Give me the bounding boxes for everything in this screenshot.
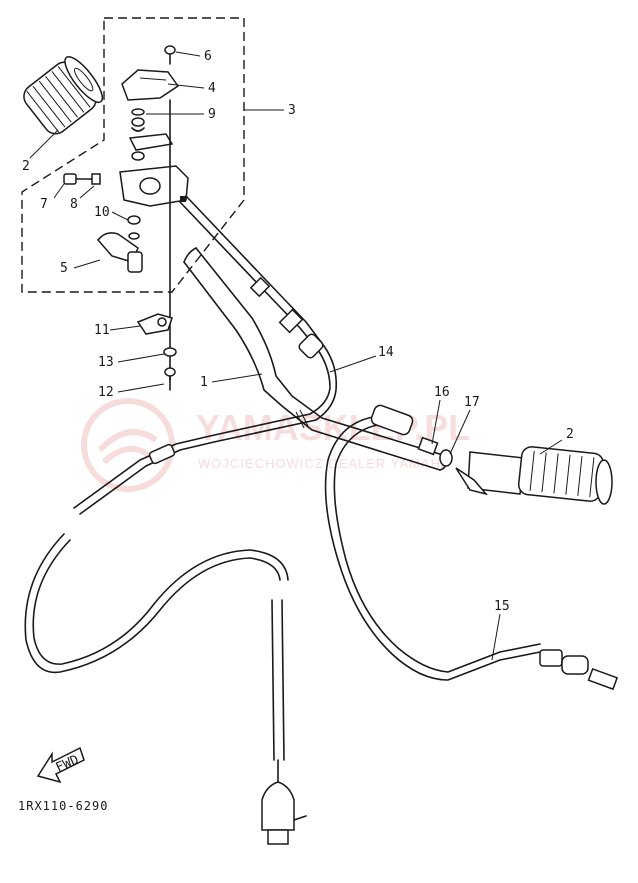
switch-assembly-outline (21, 17, 245, 293)
callout-14: 14 (378, 345, 394, 360)
handlebar-1 (183, 247, 448, 471)
callout-4: 4 (208, 81, 216, 96)
left-grip (23, 56, 104, 135)
contact-plate (128, 133, 174, 151)
clamp-11 (136, 313, 173, 335)
callout-9: 9 (208, 107, 216, 122)
cover-plate-4 (121, 69, 180, 101)
watermark-logo-mark (97, 429, 158, 465)
lower-left-cable (24, 533, 307, 845)
callout-16: 16 (434, 385, 450, 400)
fwd-arrow-icon: FWD (36, 746, 85, 784)
callout-6: 6 (204, 49, 212, 64)
nut-8 (91, 173, 101, 185)
washer-13 (163, 347, 177, 357)
bolt-7 (63, 173, 97, 185)
watermark-sub-text: WOJCIECHOWICZ DEALER YAMAHA (198, 456, 451, 471)
callout-12: 12 (98, 385, 114, 400)
switch-housing-parts (63, 45, 189, 273)
callout-2-right: 2 (566, 427, 574, 442)
callout-1: 1 (200, 375, 208, 390)
callout-10: 10 (94, 205, 110, 220)
callout-17: 17 (464, 395, 480, 410)
right-grip-2 (467, 446, 613, 505)
watermark-logo (81, 398, 175, 492)
bolt-12 (164, 367, 176, 391)
callout-11: 11 (94, 323, 110, 338)
leader-lines (29, 51, 563, 661)
callout-15: 15 (494, 599, 510, 614)
callout-5: 5 (60, 261, 68, 276)
callout-7: 7 (40, 197, 48, 212)
choke-lever-5 (97, 232, 143, 273)
callout-2-left: 2 (22, 159, 30, 174)
callout-8: 8 (70, 197, 78, 212)
callout-13: 13 (98, 355, 114, 370)
cable-15 (324, 415, 619, 691)
washer-10 (127, 215, 141, 225)
callout-labels: 6 4 9 3 2 7 8 10 5 11 13 12 1 14 16 17 2… (22, 49, 574, 614)
screw-6 (164, 45, 176, 65)
spring-stack-9 (131, 108, 145, 132)
drawing-code: 1RX110-6290 (18, 799, 108, 813)
callout-3: 3 (288, 103, 296, 118)
cable-14 (73, 195, 338, 515)
